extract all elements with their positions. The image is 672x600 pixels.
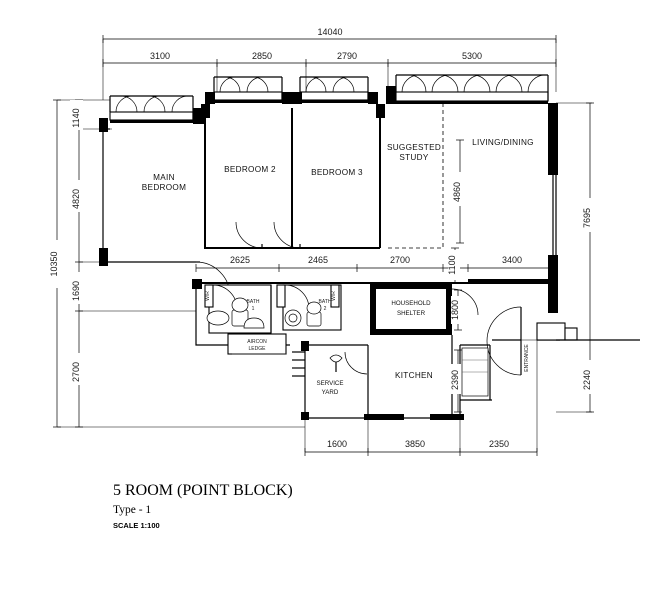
- dimension-interior-4860: 4860: [452, 139, 466, 244]
- dim-left-3-text: 1690: [71, 281, 81, 301]
- household-shelter-label-line2: SHELTER: [397, 310, 426, 317]
- suggested-study-label-line2: STUDY: [399, 153, 428, 162]
- aircon-ledge-label-line1: AIRCON: [247, 339, 267, 345]
- dimension-top-overall: 14040: [102, 26, 557, 100]
- service-yard-label-line1: SERVICE: [316, 380, 343, 387]
- dim-top-overall-text: 14040: [317, 27, 342, 37]
- bath-2-label: BATH: [319, 299, 332, 305]
- dimension-bottom-chain: 1600 3850 2350: [304, 340, 538, 456]
- fixtures-kitchen: [461, 347, 489, 397]
- dim-left-4-text: 2700: [71, 362, 81, 382]
- dim-mid-vertical-text: 1100: [447, 255, 457, 274]
- dim-top-3-text: 2790: [337, 51, 357, 61]
- dim-bottom-2-text: 3850: [405, 439, 425, 449]
- dim-4860-text: 4860: [452, 182, 462, 202]
- main-bedroom-label-line1: MAIN: [153, 173, 175, 182]
- plan-scale: SCALE 1:100: [113, 521, 160, 530]
- label-main-bedroom: MAIN BEDROOM: [142, 173, 186, 192]
- bedroom-2-label: BEDROOM 2: [224, 165, 276, 174]
- door-service-yard: [344, 351, 368, 375]
- dim-mid-2-text: 2465: [308, 255, 328, 265]
- door-bedroom-2: [235, 221, 263, 249]
- fixtures-bath-1: [206, 297, 265, 329]
- dimension-interior-2390: 2390: [450, 349, 463, 413]
- label-aircon-ledge: AIRCON LEDGE: [247, 339, 267, 352]
- door-bedroom-3: [273, 221, 301, 249]
- dimension-top-chain: 3100 2850 2790 5300: [102, 50, 557, 95]
- entrance-label: ENTRANCE: [524, 344, 530, 372]
- dim-top-4-text: 5300: [462, 51, 482, 61]
- dim-1800-text: 1800: [450, 300, 460, 320]
- dim-bottom-1-text: 1600: [327, 439, 347, 449]
- dim-left-1-text: 1140: [71, 108, 81, 127]
- dimension-interior-1800: 1800: [450, 289, 463, 331]
- dim-mid-3-text: 2700: [390, 255, 410, 265]
- bedroom-3-label: BEDROOM 3: [311, 168, 363, 177]
- dim-right-2-text: 2240: [582, 370, 592, 390]
- dim-bottom-3-text: 2350: [489, 439, 509, 449]
- label-bath-1: BATH 1: [247, 299, 260, 312]
- fixtures-service-yard: [329, 354, 343, 372]
- label-suggested-study: SUGGESTED STUDY: [387, 143, 441, 162]
- label-service-yard: SERVICE YARD: [316, 380, 343, 396]
- walls-living-dining: [386, 74, 558, 313]
- dim-mid-1-text: 2625: [230, 255, 250, 265]
- bath-1-number: 1: [252, 306, 255, 312]
- dim-left-2-text: 4820: [71, 189, 81, 209]
- bath-1-label: BATH: [247, 299, 260, 305]
- title-block: 5 ROOM (POINT BLOCK) Type - 1 SCALE 1:10…: [113, 482, 293, 530]
- kitchen-label: KITCHEN: [395, 371, 433, 380]
- walls-bedrooms: [201, 76, 385, 249]
- bath-2-number: 2: [324, 306, 327, 312]
- label-household-shelter: HOUSEHOLD SHELTER: [391, 300, 431, 317]
- dim-top-1-text: 3100: [150, 51, 170, 61]
- walls-main-bedroom: [99, 95, 204, 266]
- door-household-shelter: [451, 288, 479, 316]
- wardrobe-2-label: W/R: [331, 291, 337, 301]
- fixtures-bath-2: [284, 301, 322, 327]
- dim-left-overall-text: 10350: [49, 251, 59, 276]
- aircon-ledge-label-line2: LEDGE: [249, 346, 267, 352]
- household-shelter-label-line1: HOUSEHOLD: [391, 300, 431, 307]
- dim-top-2-text: 2850: [252, 51, 272, 61]
- plan-subtitle: Type - 1: [113, 504, 151, 516]
- main-bedroom-label-line2: BEDROOM: [142, 183, 186, 192]
- suggested-study-label-line1: SUGGESTED: [387, 143, 441, 152]
- dimension-middle-chain: 2625 2465 2700 3400 1100: [195, 247, 557, 284]
- dim-mid-4-text: 3400: [502, 255, 522, 265]
- plan-title: 5 ROOM (POINT BLOCK): [113, 482, 293, 499]
- service-yard-label-line2: YARD: [322, 389, 339, 396]
- dim-2390-text: 2390: [450, 370, 460, 390]
- wardrobe-1-label: W/R: [205, 291, 211, 301]
- entrance-door: ENTRANCE: [486, 306, 640, 376]
- label-bath-2: BATH 2: [319, 299, 332, 312]
- dim-right-1-text: 7695: [582, 208, 592, 228]
- living-dining-label: LIVING/DINING: [472, 138, 534, 147]
